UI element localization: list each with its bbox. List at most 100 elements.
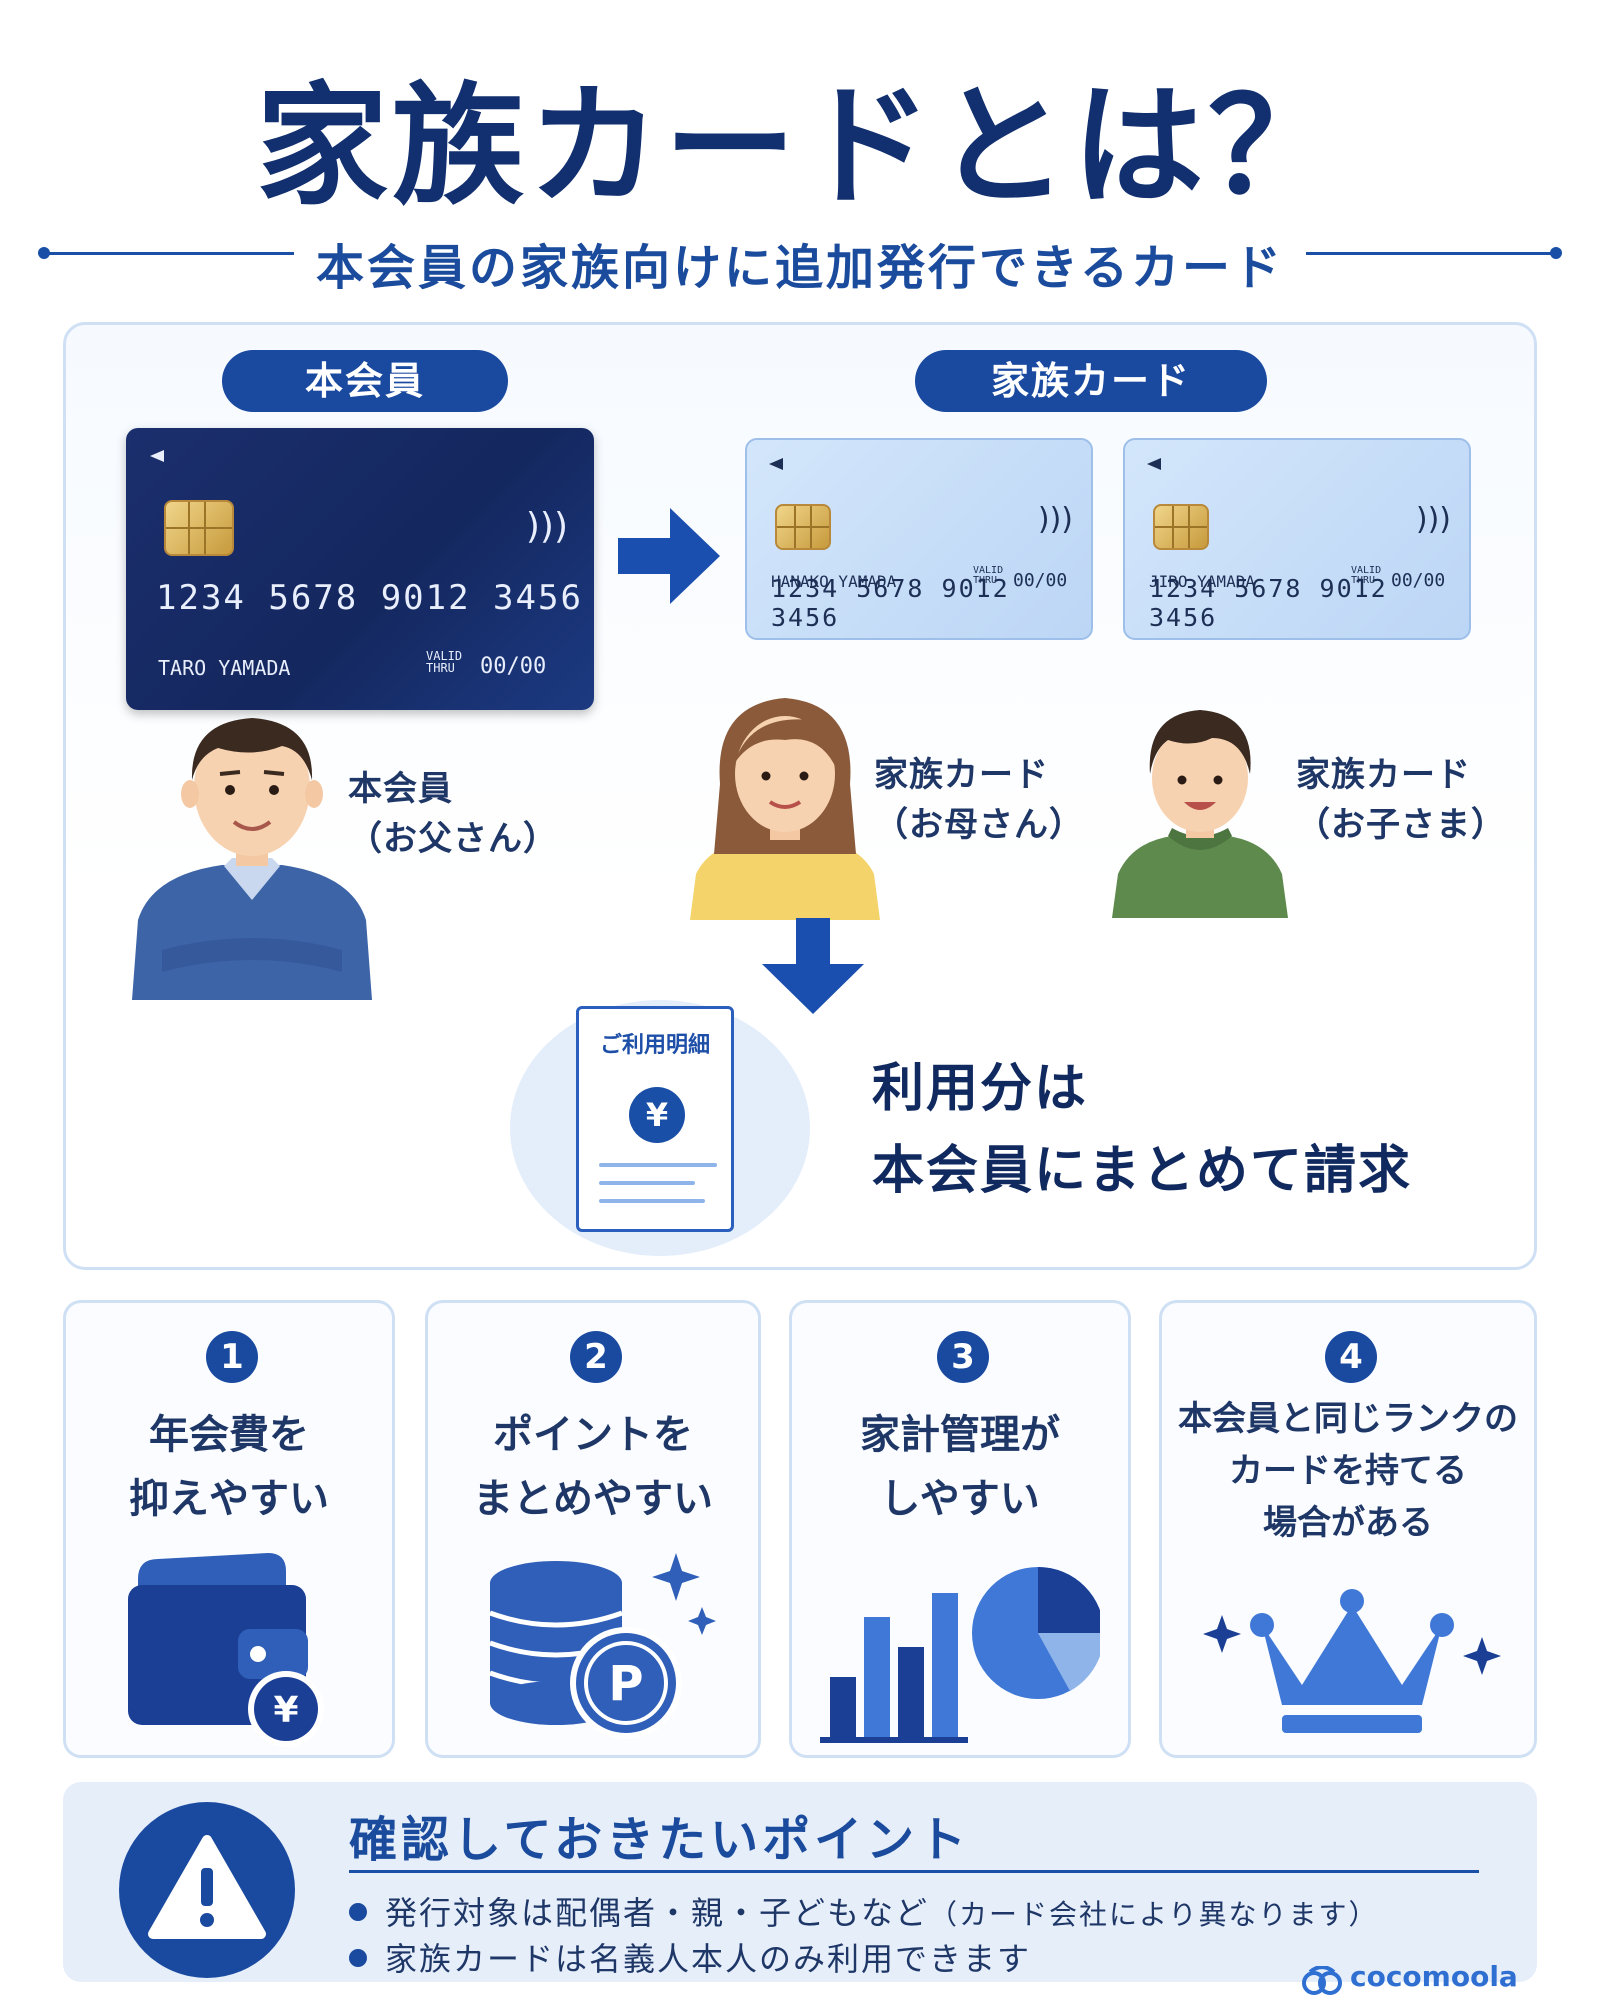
coins-point-icon: P [489, 1553, 716, 1739]
chip-icon [1153, 504, 1209, 550]
feature-number: 2 [570, 1331, 622, 1383]
notice-bullet-2-text: 家族カードは名義人本人のみ利用できます [385, 1940, 1032, 1978]
statement-title: ご利用明細 [599, 1033, 710, 1058]
crown-icon [1203, 1589, 1501, 1733]
family-card-child: ))) 1234 5678 9012 3456 JIRO YAMADA VALI… [1123, 438, 1471, 640]
notice-title: 確認しておきたいポイント [349, 1812, 971, 1868]
notice-divider [349, 1870, 1479, 1873]
feature-number: 4 [1325, 1331, 1377, 1383]
family-card-mother: ))) 1234 5678 9012 3456 HANAKO YAMADA VA… [745, 438, 1093, 640]
yen-icon: ¥ [629, 1087, 685, 1143]
child-label-line2: （お子さま） [1296, 805, 1506, 845]
feature-text-line: カードを持てる [1229, 1451, 1467, 1491]
feature-text-line: 本会員と同じランクの [1178, 1399, 1518, 1439]
subtitle-left-dot [38, 247, 50, 259]
chart-icon [820, 1567, 1100, 1743]
feature-text: 年会費を 抑えやすい [66, 1403, 392, 1531]
card-holder-name: TARO YAMADA [158, 656, 291, 680]
svg-text:P: P [608, 1656, 643, 1712]
contactless-icon: ))) [1415, 502, 1451, 537]
subtitle-right-dot [1550, 247, 1562, 259]
mother-label: 家族カード （お母さん） [874, 750, 1084, 850]
notice-bullet-1-text: 発行対象は配偶者・親・子どもなど [385, 1894, 930, 1932]
notice-panel: 確認しておきたいポイント 発行対象は配偶者・親・子どもなど（カード会社により異な… [63, 1782, 1537, 1982]
notice-bullet-1: 発行対象は配偶者・親・子どもなど（カード会社により異なります） [349, 1888, 1378, 1934]
main-member-card: ))) 1234 5678 9012 3456 TARO YAMADA VALI… [126, 428, 594, 710]
warning-icon [148, 1835, 266, 1939]
card-number: 1234 5678 9012 3456 [156, 578, 583, 618]
statement-line [599, 1199, 705, 1203]
feature-card-2: 2 ポイントを まとめやすい P [425, 1300, 761, 1758]
feature-card-4: 4 本会員と同じランクの カードを持てる 場合がある [1159, 1300, 1537, 1758]
statement-line [599, 1163, 717, 1167]
feature-text: ポイントを まとめやすい [428, 1403, 758, 1531]
card-number: 1234 5678 9012 3456 [771, 574, 1010, 632]
wallet-yen-icon: ¥ [128, 1553, 324, 1747]
feature-text: 家計管理が しやすい [792, 1403, 1128, 1531]
thru-text: THRU [426, 661, 455, 675]
feature-number: 3 [937, 1331, 989, 1383]
card-holder-name: HANAKO YAMADA [771, 572, 897, 591]
subtitle-left-line [46, 252, 294, 255]
child-label-line1: 家族カード [1296, 755, 1471, 795]
feature-text-line: まとめやすい [473, 1476, 713, 1522]
feature-text-line: 場合がある [1263, 1503, 1433, 1543]
billing-message-line1: 利用分は [872, 1059, 1089, 1119]
card-marker-icon [769, 458, 783, 470]
contactless-icon: ))) [525, 506, 568, 547]
feature-number: 1 [206, 1331, 258, 1383]
subtitle-right-line [1306, 252, 1554, 255]
mother-label-line1: 家族カード [874, 755, 1049, 795]
card-marker-icon [150, 450, 164, 462]
feature-text-line: 家計管理が [860, 1412, 1060, 1458]
card-holder-name: JIRO YAMADA [1149, 572, 1255, 591]
child-illustration [1112, 710, 1288, 918]
arrow-down-icon [762, 918, 864, 1014]
mother-label-line2: （お母さん） [874, 805, 1084, 845]
mother-illustration [690, 698, 880, 920]
valid-text: VALID [973, 565, 1004, 576]
valid-text: VALID [1351, 565, 1382, 576]
notice-bullet-2: 家族カードは名義人本人のみ利用できます [349, 1934, 1031, 1980]
father-label-line2: （お父さん） [348, 819, 558, 859]
feature-text-line: ポイントを [493, 1412, 693, 1458]
statement-document-icon: ご利用明細 ¥ [576, 1006, 734, 1232]
svg-text:¥: ¥ [273, 1690, 298, 1731]
page-title: 家族カードとは？ [256, 70, 1344, 224]
chip-icon [164, 500, 234, 556]
father-illustration [132, 718, 372, 1000]
main-member-pill: 本会員 [222, 350, 508, 412]
subtitle: 本会員の家族向けに追加発行できるカード [315, 240, 1285, 296]
brand-name: cocomoola [1350, 1960, 1518, 1993]
statement-line [599, 1181, 695, 1185]
feature-text-line: 抑えやすい [129, 1476, 329, 1522]
brand-logo-icon [1302, 1966, 1342, 1995]
card-number: 1234 5678 9012 3456 [1149, 574, 1388, 632]
feature-text: 本会員と同じランクの カードを持てる 場合がある [1162, 1393, 1534, 1549]
billing-message-line2: 本会員にまとめて請求 [872, 1141, 1413, 1201]
father-label: 本会員 （お父さん） [348, 764, 558, 864]
subtitle-row: 本会員の家族向けに追加発行できるカード [38, 228, 1562, 296]
family-card-pill: 家族カード [915, 350, 1267, 412]
card-expiry: 00/00 [480, 654, 547, 679]
father-label-line1: 本会員 [348, 769, 453, 809]
bullet-dot-icon [349, 1949, 367, 1967]
chip-icon [775, 504, 831, 550]
contactless-icon: ))) [1037, 502, 1073, 537]
card-marker-icon [1147, 458, 1161, 470]
feature-card-3: 3 家計管理が しやすい [789, 1300, 1131, 1758]
card-expiry: 00/00 [1391, 570, 1446, 591]
card-expiry: 00/00 [1013, 570, 1068, 591]
bullet-dot-icon [349, 1903, 367, 1921]
feature-text-line: しやすい [880, 1476, 1040, 1522]
thru-text: THRU [1351, 575, 1376, 586]
valid-text: VALID [426, 649, 463, 663]
child-label: 家族カード （お子さま） [1296, 750, 1506, 850]
notice-bullet-1-note: （カード会社により異なります） [929, 1898, 1379, 1931]
billing-message: 利用分は 本会員にまとめて請求 [872, 1048, 1412, 1212]
arrow-right-icon [618, 508, 720, 604]
